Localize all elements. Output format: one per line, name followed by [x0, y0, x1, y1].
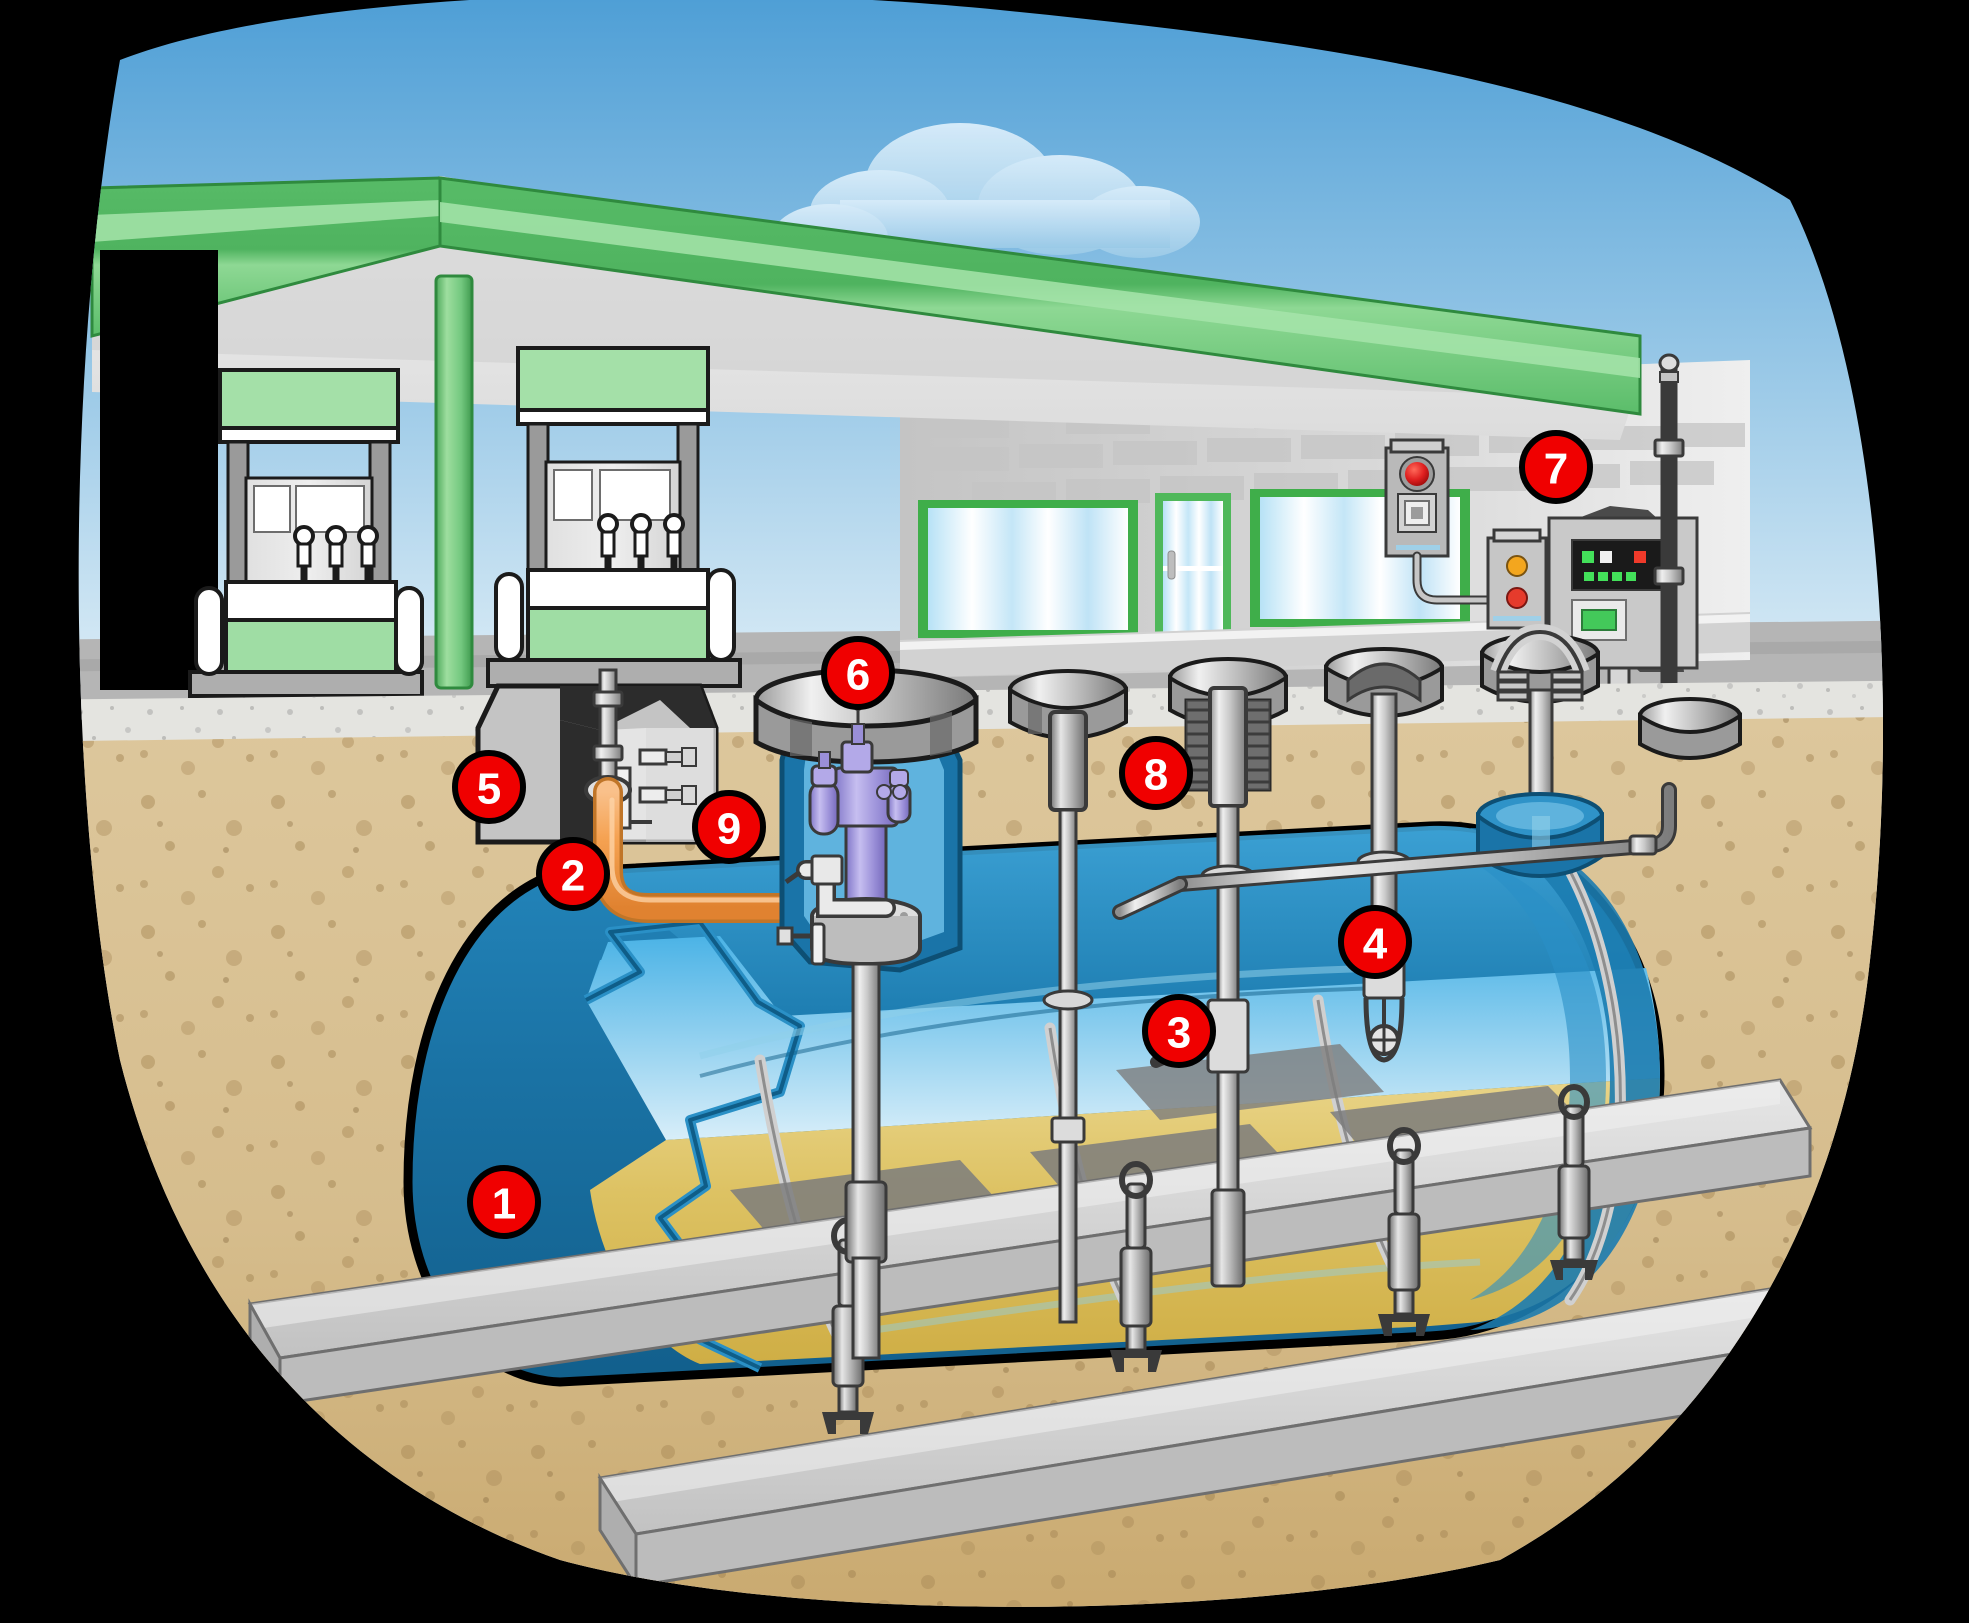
amber-indicator-light — [1506, 555, 1528, 577]
canopy-fascia-main-highlight — [440, 202, 1640, 378]
dispenser-2[interactable] — [486, 346, 742, 688]
store-window-left — [918, 500, 1138, 638]
canopy-fascia-left-highlight — [92, 200, 440, 242]
callout-label-6: 6 — [846, 651, 870, 700]
vent-coupling-1 — [1653, 438, 1685, 458]
pump-drop-pipe — [851, 962, 881, 1186]
dispenser-2-volume-display — [599, 469, 671, 521]
callout-label-3: 3 — [1167, 1009, 1191, 1058]
store-door — [1155, 493, 1231, 645]
callout-marker-8[interactable]: 8 — [1119, 736, 1193, 810]
interstitial-sensor-rod — [1058, 808, 1078, 1134]
interstitial-sensor-head — [1048, 710, 1088, 812]
red-indicator-light — [1506, 587, 1528, 609]
callout-marker-7[interactable]: 7 — [1519, 430, 1593, 504]
junction-box[interactable] — [1486, 528, 1548, 630]
dispenser-2-valance — [516, 346, 710, 412]
callout-label-5: 5 — [477, 765, 501, 814]
callout-label-4: 4 — [1363, 920, 1388, 969]
sump-leak-sensor — [776, 922, 826, 966]
riser-interstitial-sensor — [1008, 669, 1128, 1324]
sump-penetration-fitting-tank — [784, 854, 896, 918]
riser-far-left-manway — [1638, 697, 1742, 761]
callout-marker-5[interactable]: 5 — [452, 750, 526, 824]
callout-layer: 1 2 3 4 5 6 7 8 — [452, 430, 1593, 1239]
drop-tube-cage — [1363, 997, 1405, 1063]
riser-fill-with-spill-bucket — [1476, 623, 1604, 879]
deadman-anchor-beams — [247, 1078, 1884, 1592]
underground-vent-line — [1112, 782, 1677, 920]
callout-label-1: 1 — [492, 1180, 516, 1229]
canopy-column-center — [434, 274, 474, 690]
emergency-stop-button[interactable] — [1405, 462, 1429, 486]
callout-label-7: 7 — [1544, 445, 1568, 494]
callout-label-2: 2 — [561, 852, 585, 901]
left-shadow-block — [100, 250, 218, 690]
tank-rib-1-shadow — [699, 986, 1381, 1078]
callout-label-8: 8 — [1144, 751, 1168, 800]
callout-marker-4[interactable]: 4 — [1338, 905, 1412, 979]
callout-label-9: 9 — [717, 805, 741, 854]
dispenser-riser-pipe — [598, 668, 618, 790]
callout-marker-6[interactable]: 6 — [821, 636, 895, 710]
vent-coupling-2 — [1653, 566, 1685, 586]
emergency-shutoff-panel[interactable] — [1384, 438, 1493, 605]
dispenser-2-base — [526, 606, 710, 668]
callout-marker-3[interactable]: 3 — [1142, 994, 1216, 1068]
under-dispenser-containment-sump — [475, 668, 719, 845]
dispenser-1-front[interactable] — [188, 368, 424, 698]
callout-marker-9[interactable]: 9 — [692, 790, 766, 864]
bollard-4 — [706, 568, 736, 662]
dispenser-2-price-display — [553, 469, 593, 521]
tank-rib-1 — [699, 964, 1381, 1060]
callout-marker-2[interactable]: 2 — [536, 837, 610, 911]
bollard-3 — [494, 572, 524, 662]
callout-marker-1[interactable]: 1 — [467, 1165, 541, 1239]
